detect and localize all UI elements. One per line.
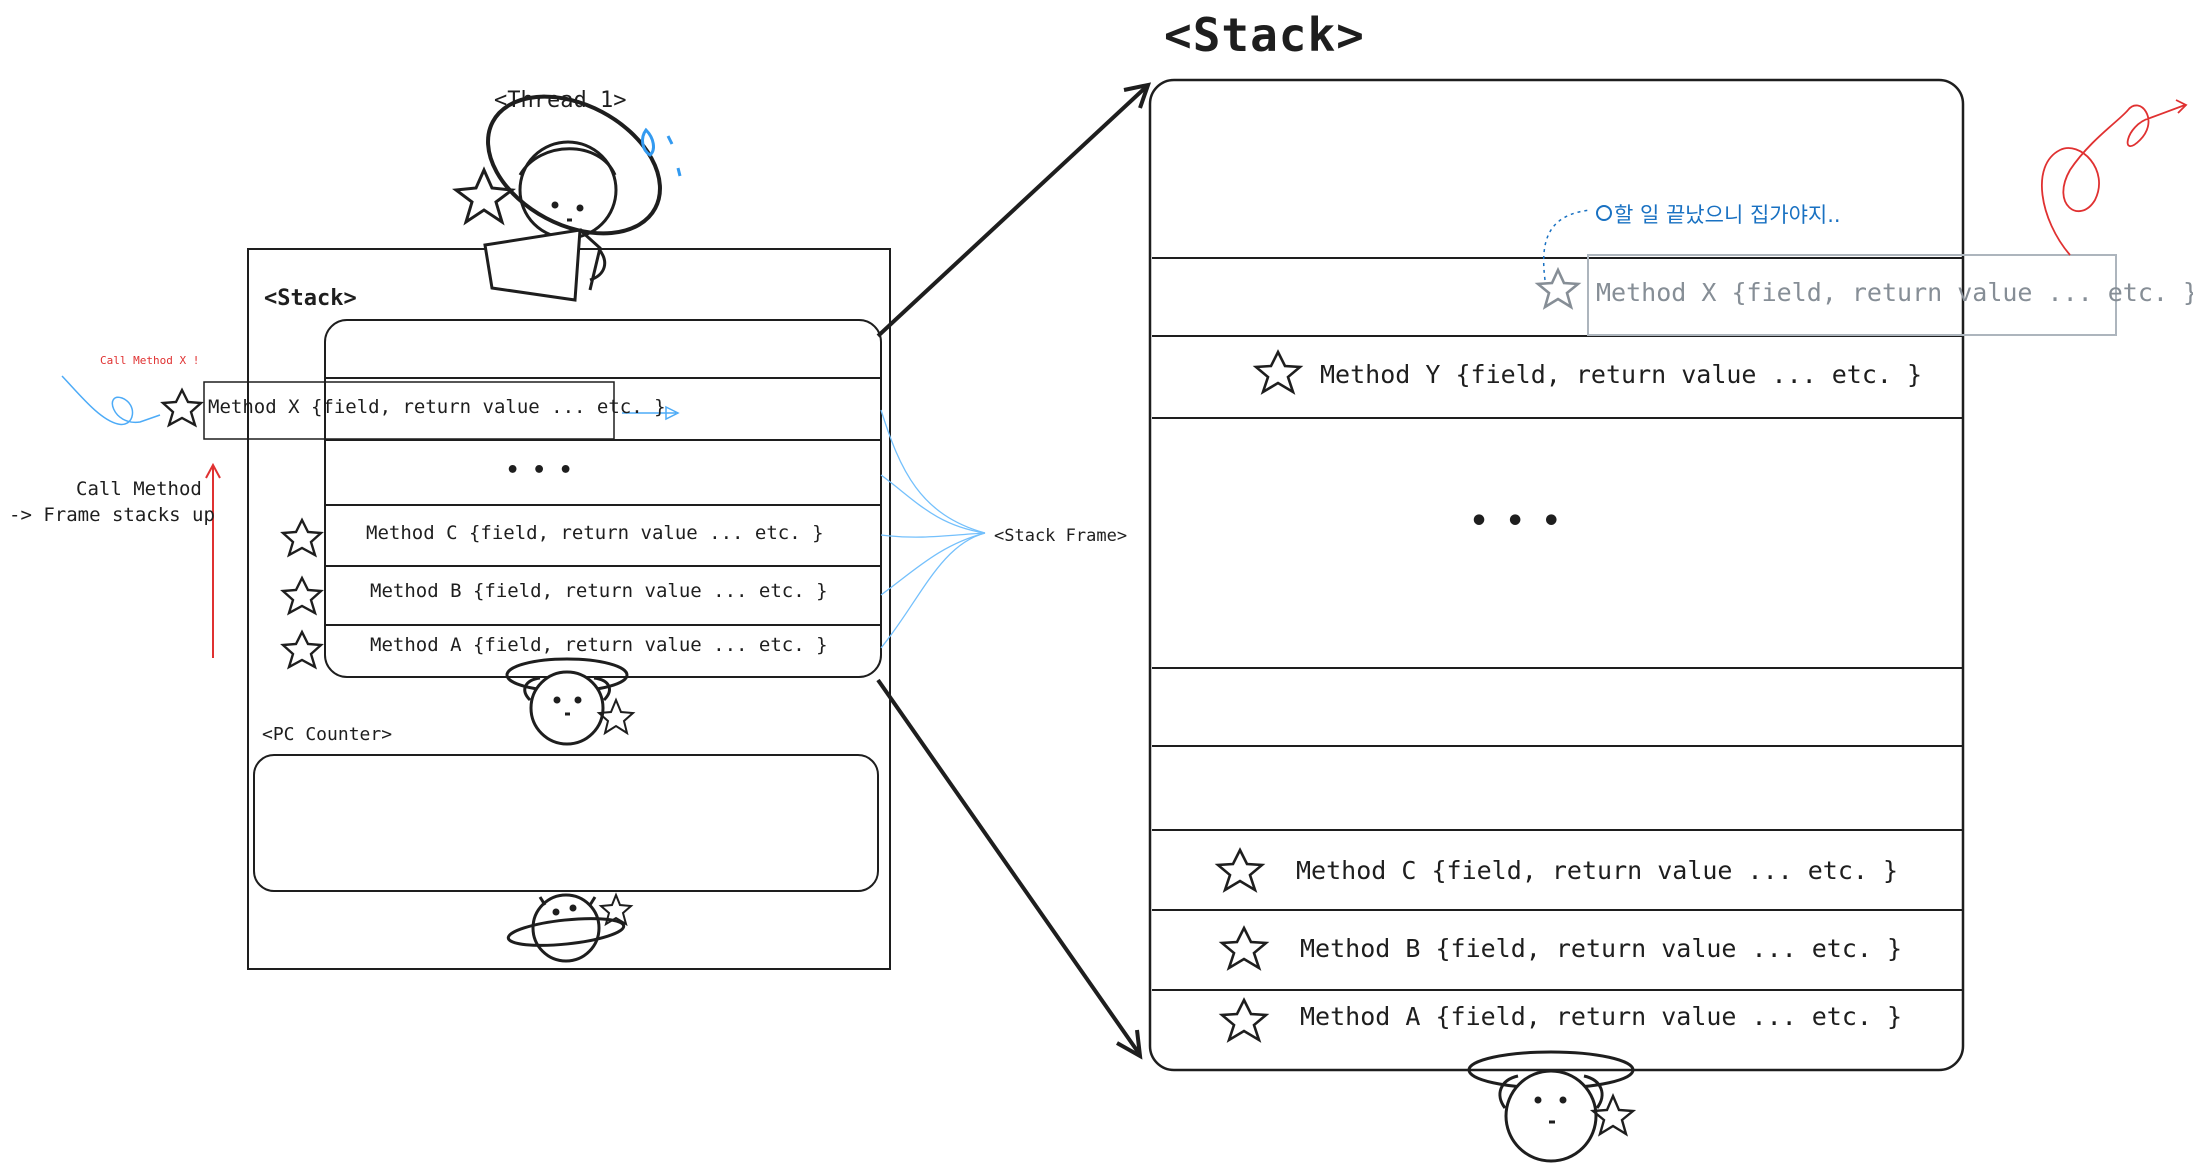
call-method-x-note: Call Method X ! — [100, 354, 200, 367]
pc-counter-box — [253, 754, 879, 892]
right-frame-b: Method B {field, return value ... etc. } — [1300, 934, 1903, 963]
red-swirl — [2040, 104, 2186, 256]
thread-title: <Thread 1> — [494, 88, 627, 113]
incoming-frame-box — [203, 381, 615, 440]
right-stack-rows — [1152, 257, 1963, 991]
sweat-icon — [641, 127, 682, 177]
stack-frame-label: <Stack Frame> — [994, 526, 1128, 546]
korean-note: 할 일 끝났으니 집가야지.. — [1614, 203, 1841, 227]
right-frame-y: Method Y {field, return value ... etc. } — [1320, 360, 1923, 389]
zoom-arrow-bottom — [876, 678, 1140, 1054]
right-frame-a: Method A {field, return value ... etc. } — [1300, 1002, 1903, 1031]
right-stack-box — [1148, 78, 1965, 1072]
thread-box — [247, 248, 891, 970]
left-frame-b: Method B {field, return value ... etc. } — [370, 580, 828, 602]
planet-star-icon — [598, 892, 634, 927]
pc-counter-title: <PC Counter> — [262, 724, 393, 745]
left-holder-star-icon — [596, 697, 636, 736]
right-frame-x: Method X {field, return value ... etc. } — [1596, 278, 2193, 307]
call-method-line2: -> Frame stacks up — [9, 504, 215, 526]
left-ellipsis: • • • — [506, 458, 573, 483]
zoom-arrow-top — [876, 85, 1148, 338]
right-holder-character — [1467, 1050, 1635, 1163]
left-stack-title: <Stack> — [264, 286, 357, 311]
right-ellipsis: • • • — [1470, 504, 1561, 539]
left-frame-x: Method X {field, return value ... etc. } — [208, 396, 666, 418]
left-holder-character — [505, 657, 629, 746]
planet-icon — [506, 893, 626, 963]
right-frame-c: Method C {field, return value ... etc. } — [1296, 856, 1899, 885]
left-frame-c: Method C {field, return value ... etc. } — [366, 522, 824, 544]
call-method-line1: Call Method — [76, 478, 202, 500]
popping-frame-box — [1587, 254, 2117, 336]
right-stack-title: <Stack> — [1164, 8, 1365, 62]
left-stack-box — [324, 319, 882, 678]
right-frame-star-icons — [1214, 266, 1582, 1043]
speech-connector — [1542, 209, 1591, 281]
left-frame-a: Method A {field, return value ... etc. } — [370, 634, 828, 656]
right-holder-star-icon — [1589, 1092, 1637, 1137]
thread-star-icon — [452, 166, 516, 226]
thread-character — [483, 94, 662, 302]
speech-bullet — [1596, 205, 1612, 221]
left-frame-star-icons — [160, 387, 324, 670]
stack-frame-connectors — [880, 409, 986, 649]
red-squiggle — [61, 375, 161, 426]
